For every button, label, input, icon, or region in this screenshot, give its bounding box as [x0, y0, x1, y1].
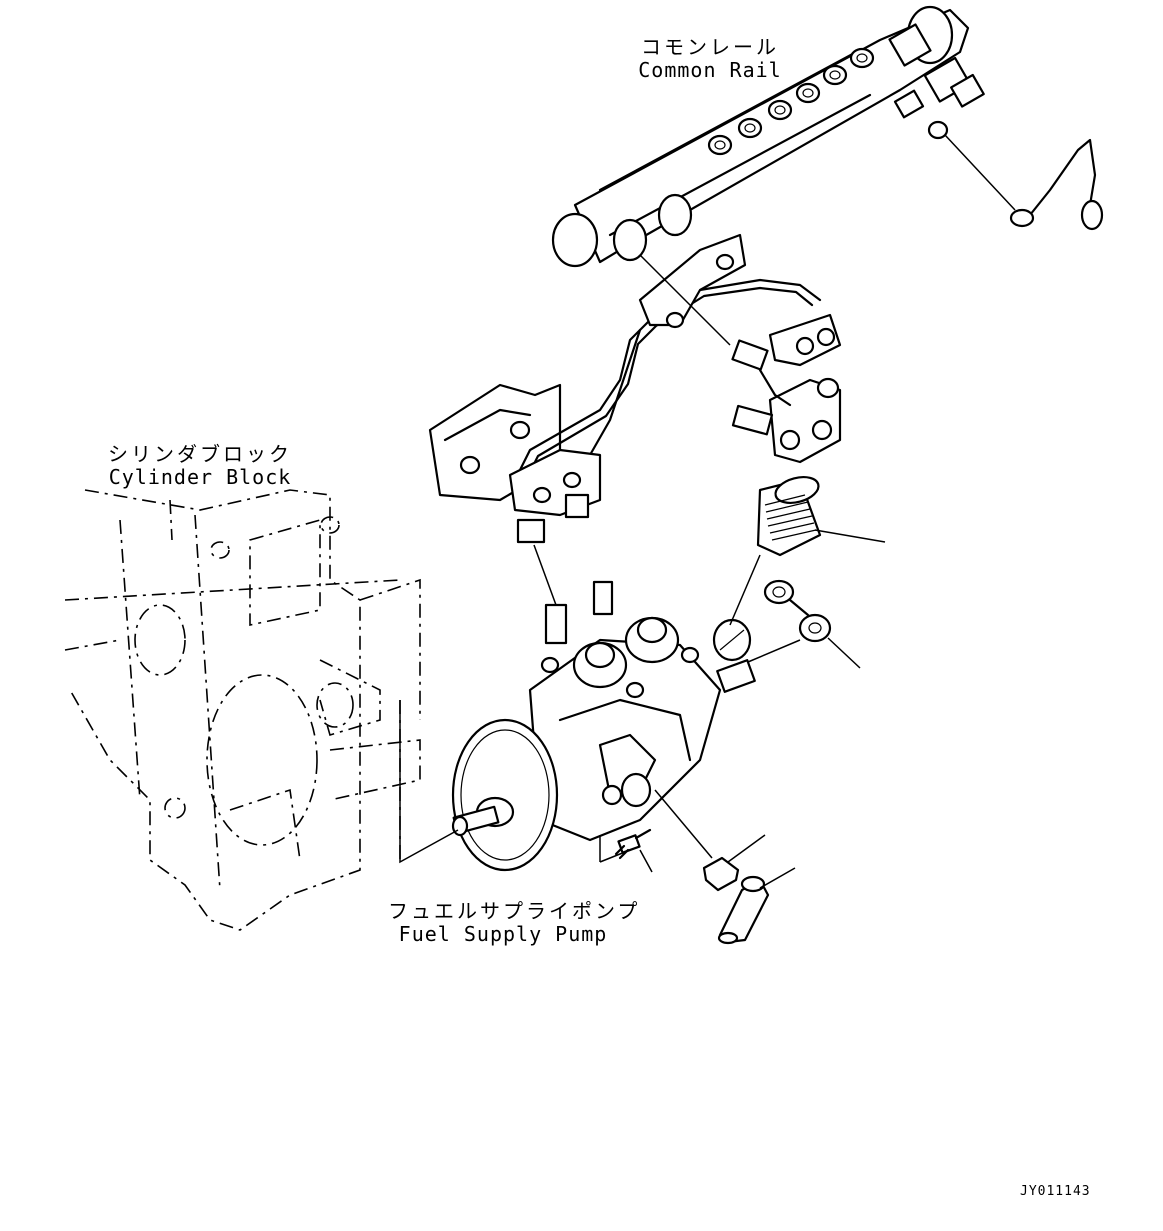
label-common-rail-jp: コモンレール [641, 35, 779, 59]
drawing-number: JY011143 [1020, 1184, 1091, 1199]
label-fuel-supply-pump: フュエルサプライポンプ Fuel Supply Pump [388, 899, 641, 946]
cap [756, 475, 822, 557]
common-rail [551, 5, 985, 268]
sleeve [717, 875, 770, 945]
label-fuel-supply-pump-en: Fuel Supply Pump [398, 922, 608, 946]
banjo-fitting [763, 579, 832, 643]
label-common-rail: コモンレール Common Rail [630, 36, 790, 82]
label-cylinder-block-jp: シリンダブロック [108, 442, 292, 466]
cylinder-block [64, 489, 421, 931]
label-cylinder-block: シリンダブロック Cylinder Block [100, 443, 300, 489]
label-common-rail-en: Common Rail [638, 58, 782, 82]
label-fuel-supply-pump-jp: フュエルサプライポンプ [388, 899, 641, 923]
nut [702, 856, 740, 892]
high-pressure-pipes [428, 233, 842, 544]
label-cylinder-block-en: Cylinder Block [108, 465, 292, 489]
fuel-supply-pump [451, 580, 756, 872]
leak-pipe [1028, 138, 1097, 217]
